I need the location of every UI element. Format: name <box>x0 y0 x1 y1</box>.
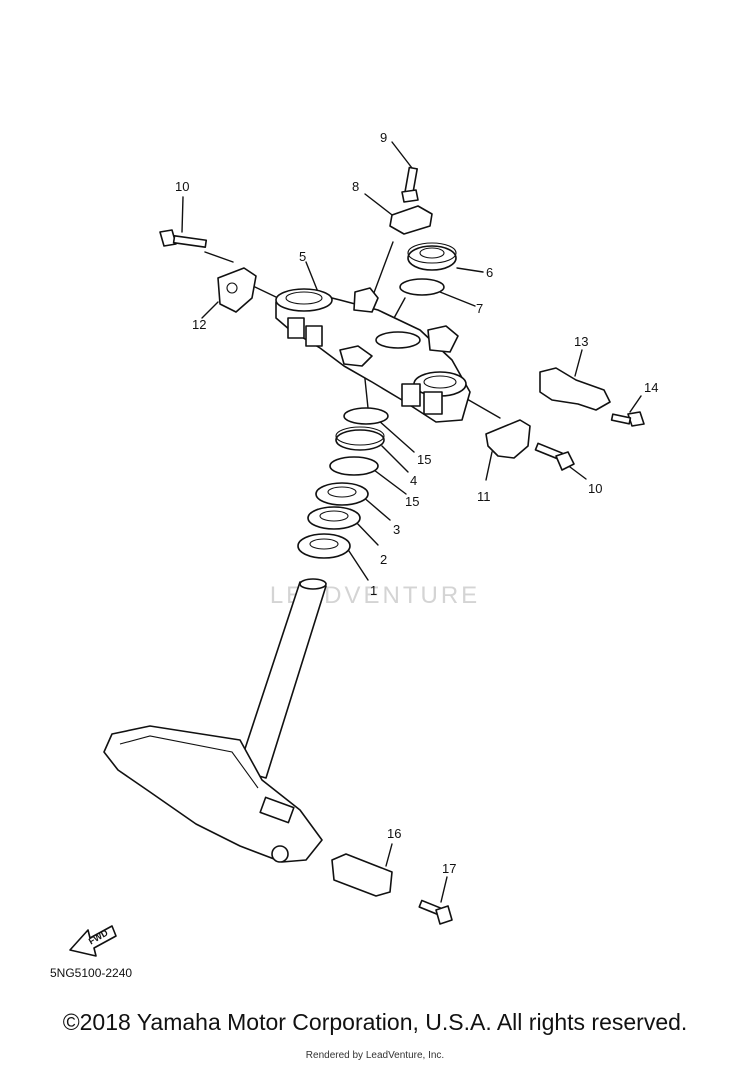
callout-9: 9 <box>380 130 388 145</box>
part-11-stay <box>485 419 531 459</box>
diagram-code: 5NG5100-2240 <box>50 966 133 980</box>
part-10-bolt-right <box>534 442 575 471</box>
part-13-cable-guide <box>539 367 611 411</box>
part-15-washer-lower <box>329 456 379 476</box>
callout-10: 10 <box>175 179 190 194</box>
callout-3: 3 <box>393 522 401 537</box>
part-16-cable-holder <box>331 853 393 897</box>
part-3-bearing-cover <box>315 482 369 506</box>
callout-15: 15 <box>405 494 420 509</box>
callout-14: 14 <box>644 380 659 395</box>
part-17-bolt <box>418 899 453 925</box>
callout-10: 10 <box>588 481 603 496</box>
part-7-washer <box>399 278 445 296</box>
steering-stem <box>103 578 327 863</box>
callout-6: 6 <box>486 265 494 280</box>
callout-13: 13 <box>574 334 589 349</box>
callout-11: 11 <box>477 489 491 504</box>
part-15-washer-upper <box>343 407 389 425</box>
part-9-bolt <box>401 166 419 203</box>
callout-8: 8 <box>352 179 360 194</box>
part-4-ring-nut <box>335 426 385 451</box>
callout-2: 2 <box>380 552 388 567</box>
callout-15: 15 <box>417 452 432 467</box>
callout-16: 16 <box>387 826 402 841</box>
part-10-bolt-left <box>159 229 208 248</box>
part-8-handlebar-holder <box>389 205 433 235</box>
callout-5: 5 <box>299 249 307 264</box>
callout-12: 12 <box>192 317 207 332</box>
fwd-arrow-icon <box>69 925 117 957</box>
part-14-bolt <box>610 411 645 427</box>
part-5-upper-bracket <box>275 287 471 423</box>
callout-17: 17 <box>442 861 457 876</box>
callout-4: 4 <box>410 473 418 488</box>
rendered-by-notice: Rendered by LeadVenture, Inc. <box>305 1050 445 1061</box>
part-2-bearing <box>307 506 361 530</box>
part-6-damper <box>407 242 457 271</box>
callout-1: 1 <box>370 583 378 598</box>
callout-7: 7 <box>476 301 484 316</box>
part-1-bearing <box>297 533 351 559</box>
copyright-notice: ©2018 Yamaha Motor Corporation, U.S.A. A… <box>62 1009 688 1035</box>
